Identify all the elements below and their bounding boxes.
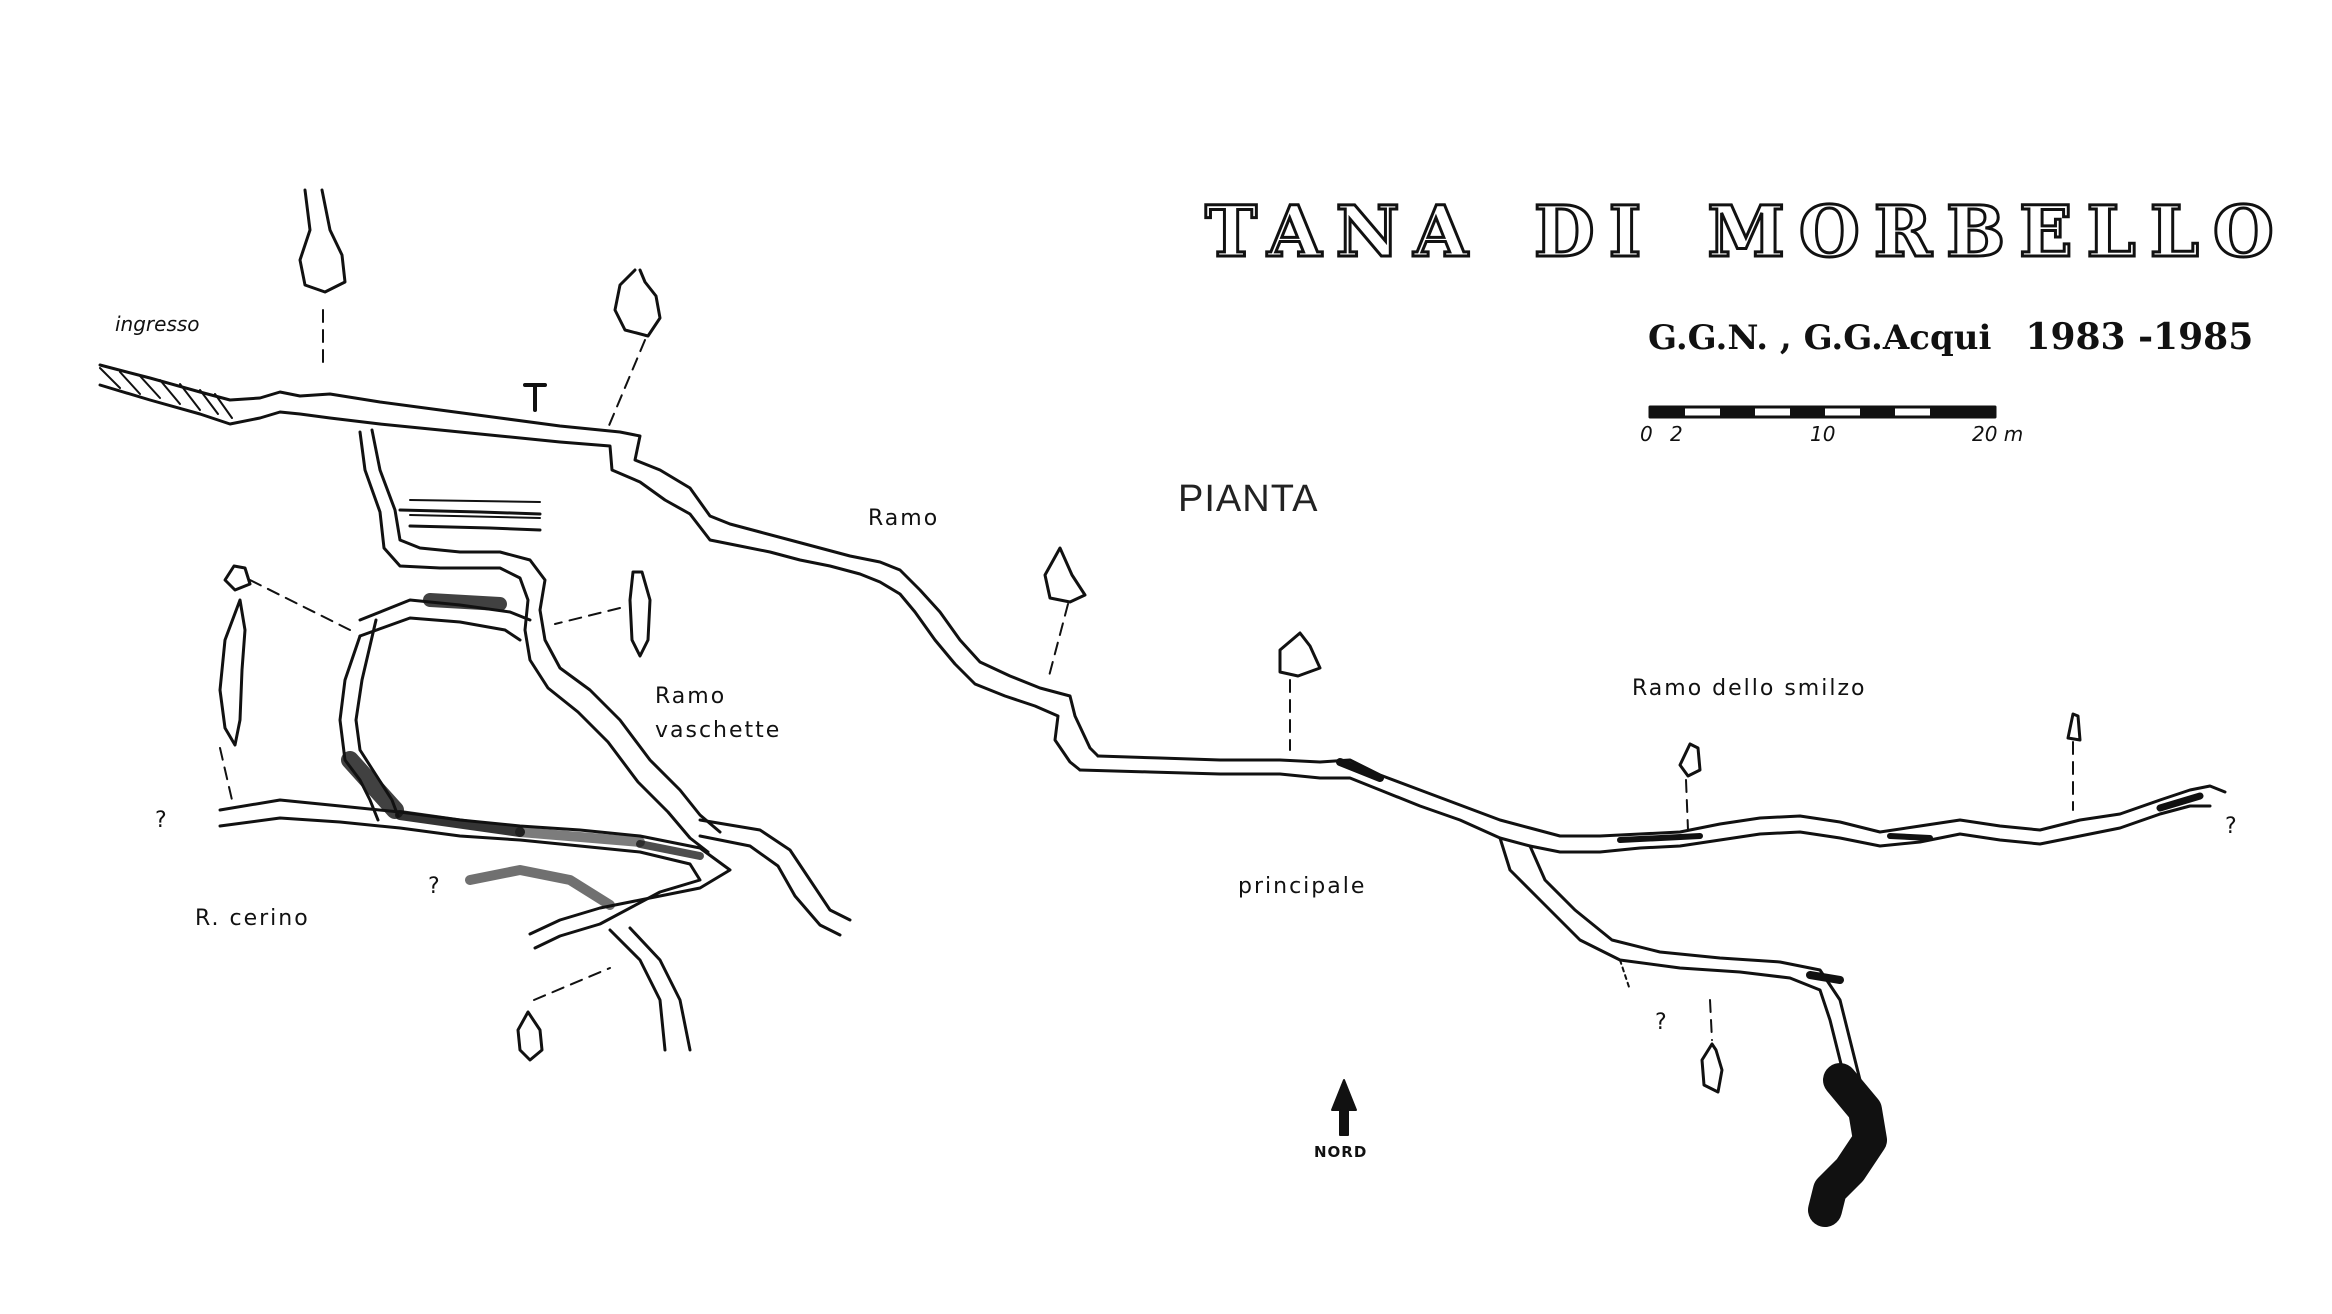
label-principale: principale: [1238, 874, 1367, 899]
section-5: [1278, 631, 1322, 678]
leader-3: [554, 607, 621, 625]
north-label: NORD: [1314, 1143, 1368, 1161]
leader-10: [1709, 999, 1713, 1041]
section-6: [1678, 742, 1702, 778]
cerino-outline-top: [218, 798, 732, 936]
branch-east: [698, 818, 852, 922]
lower-branch-south-2: [628, 926, 692, 1052]
north-arrow-icon: [1331, 1079, 1357, 1136]
principale-dark-3: [2156, 792, 2204, 812]
vaschette-outline-1: [370, 428, 722, 834]
leader-1: [607, 339, 646, 429]
scale-tick-20: 20 m: [1972, 422, 2024, 446]
unknown-marker-4: ?: [1655, 1010, 1667, 1035]
section-7: [2066, 712, 2082, 742]
unknown-marker-2: ?: [428, 874, 440, 899]
cerino-fill-3: [636, 840, 704, 860]
section-10: [1700, 1042, 1724, 1094]
upper-loop-bottom: [408, 524, 542, 532]
south-dark-stub: [1806, 971, 1844, 984]
cerino-fill-1: [395, 810, 525, 837]
leader-9: [533, 967, 611, 1001]
scale-tick-10: 10: [1810, 422, 1836, 446]
section-1: [613, 268, 662, 338]
section-2: [1043, 546, 1087, 604]
leader-2: [249, 579, 351, 631]
leader-8: [219, 747, 233, 801]
entrance-hatch: [99, 367, 233, 419]
main-passage-outline-top: [98, 363, 1100, 758]
south-dark-chamber: [1808, 1063, 1887, 1227]
side-stub: [409, 499, 541, 503]
lower-branch-south: [608, 928, 667, 1052]
survey-years: 1983 -1985: [2025, 316, 2254, 358]
principale-outline-bottom: [1078, 768, 2212, 854]
vaschette-outline-2: [358, 430, 710, 854]
loop-west-2: [358, 616, 522, 642]
dark-chamber-2: [423, 593, 507, 611]
section-3: [628, 570, 652, 658]
cerino-fill-2: [515, 827, 645, 847]
principale-dark-1: [1336, 758, 1384, 782]
scale-tick-2: 2: [1670, 422, 1683, 446]
t-stub: [523, 383, 547, 412]
section-entrance: [298, 188, 347, 294]
label-entrance: ingresso: [115, 312, 200, 336]
leader-4: [1047, 603, 1069, 681]
title-word-2: DI: [1532, 189, 1656, 275]
south-branch-1: [1498, 836, 1862, 1132]
branch-east-2: [698, 834, 842, 937]
unknown-marker-3: ?: [2225, 814, 2237, 839]
lower-branch-a: [465, 865, 615, 910]
scale-seg-4: [1860, 407, 1895, 417]
leader-6: [1685, 779, 1689, 831]
unknown-marker-1: ?: [155, 808, 167, 833]
south-stub-west: [1619, 959, 1631, 991]
title-word-1: TANA: [1204, 189, 1482, 275]
view-label: PIANTA: [1178, 478, 1319, 520]
label-ramo: Ramo: [868, 506, 940, 531]
scale-seg-5: [1930, 407, 1995, 417]
title-word-3: MORBELLO: [1706, 189, 2288, 275]
main-passage-outline-bottom: [98, 383, 1082, 772]
principale-dark-4: [1887, 833, 1933, 841]
scale-seg-2: [1720, 407, 1755, 417]
map-title: TANA DI MORBELLO: [1204, 189, 2288, 275]
authors-text: G.G.N. , G.G.Acqui: [1648, 318, 1992, 358]
principale-dark-2: [1617, 833, 1703, 843]
dark-chamber-1: [341, 751, 404, 819]
section-9: [516, 1010, 544, 1062]
cerino-outline-bottom: [218, 816, 702, 950]
scale-tick-0: 0: [1640, 422, 1653, 446]
label-ramo-smilzo: Ramo dello smilzo: [1632, 676, 1867, 701]
principale-outline-top: [1096, 754, 2227, 838]
upper-loop-top: [398, 508, 542, 516]
label-ramo-vaschette-2: vaschette: [655, 718, 782, 743]
survey-authors: G.G.N. , G.G.Acqui 1983 -1985: [1648, 316, 2253, 358]
label-ramo-vaschette-1: Ramo: [655, 684, 727, 709]
section-4: [218, 598, 247, 747]
side-stub-2: [409, 514, 541, 519]
section-8: [223, 564, 252, 592]
south-branch-2: [1528, 844, 1872, 1112]
label-r-cerino: R. cerino: [195, 906, 310, 931]
scale-seg-1: [1650, 407, 1685, 417]
scale-seg-3: [1790, 407, 1825, 417]
